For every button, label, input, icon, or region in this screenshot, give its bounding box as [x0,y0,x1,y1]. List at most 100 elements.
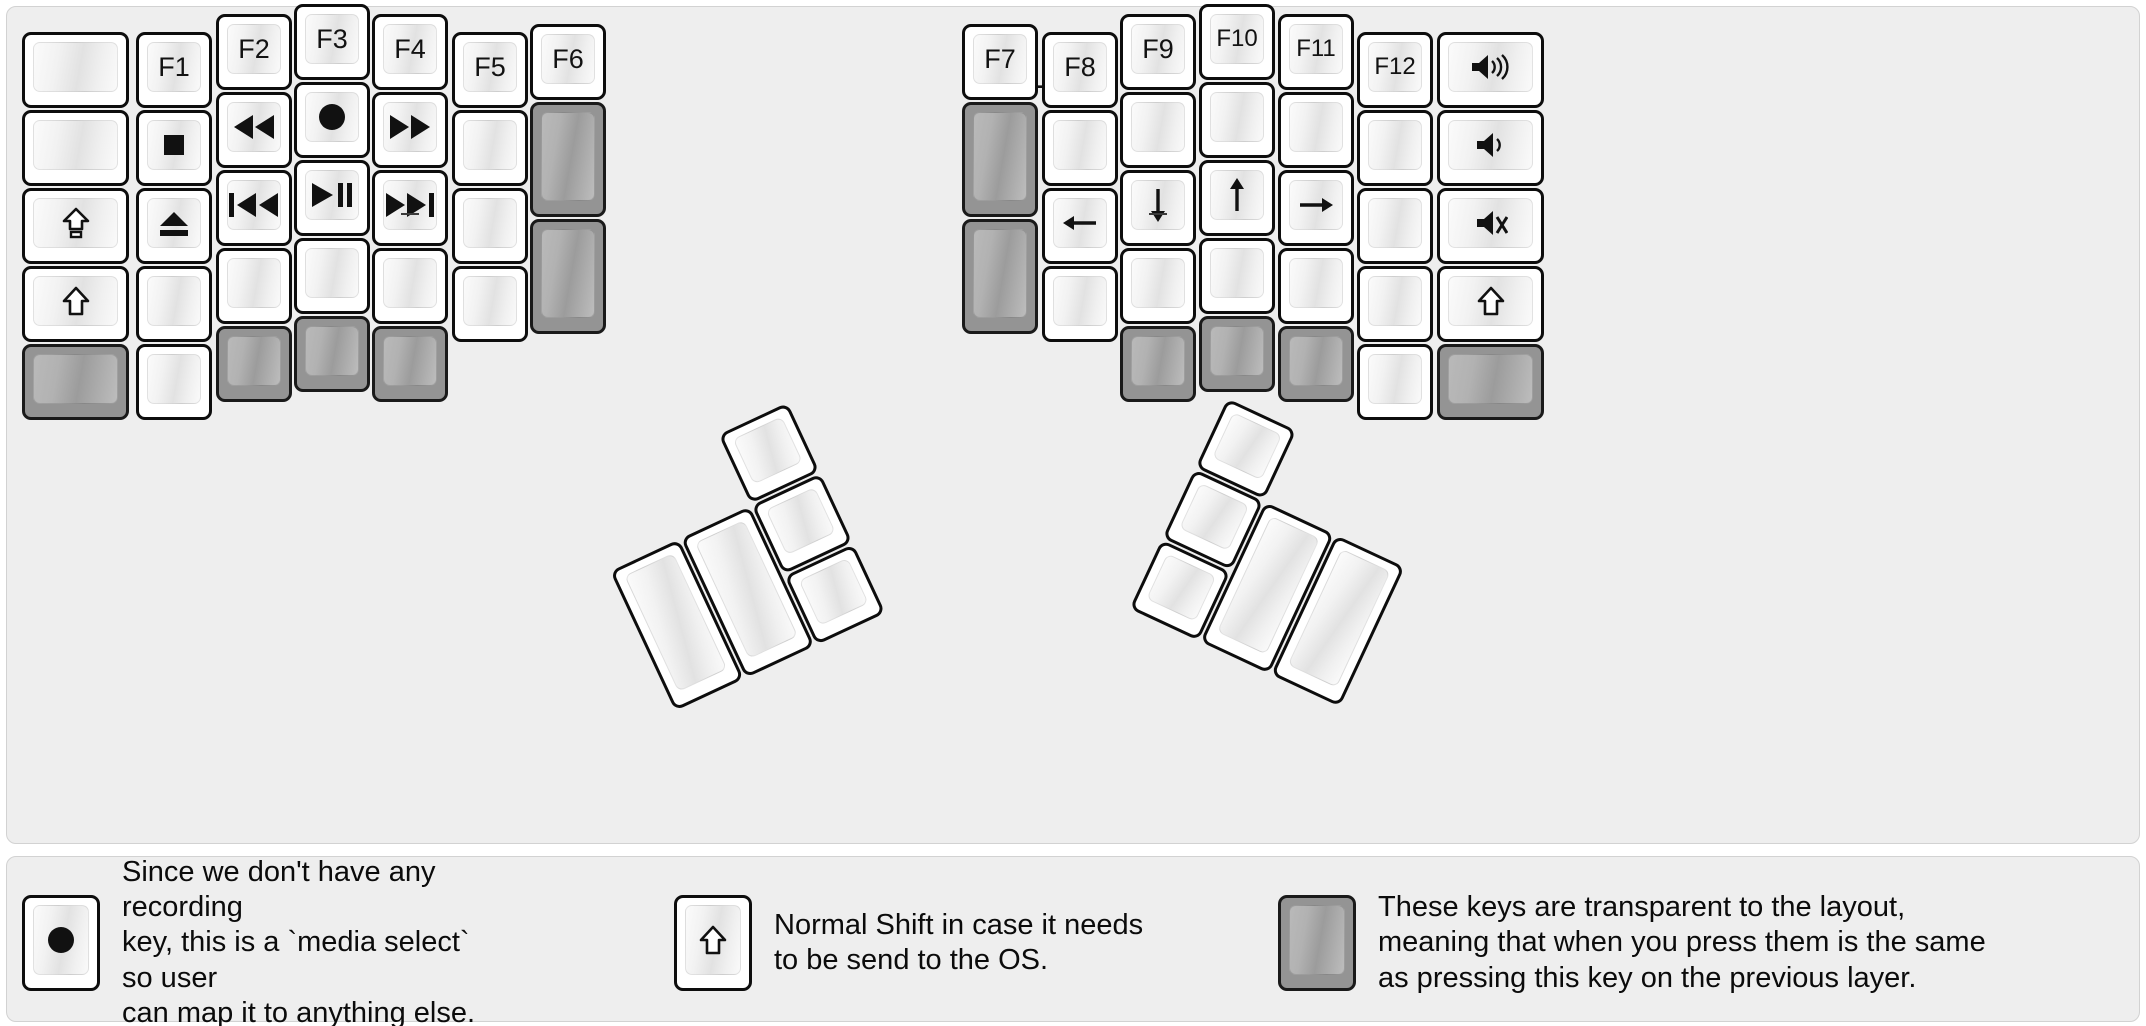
key-right-f9-4[interactable] [1120,326,1196,402]
key-left-f6-1[interactable] [530,102,606,217]
key-left-f3-2[interactable] [294,160,370,236]
keycap-label: F6 [552,43,584,74]
key-right-f11-1[interactable] [1278,92,1354,168]
key-right-f9-1[interactable] [1120,92,1196,168]
keycap-face [973,112,1027,201]
keycap-face [1289,336,1343,386]
key-right-f12-2[interactable] [1357,188,1433,264]
keycap-face [1368,198,1422,248]
keycap-face [147,42,201,92]
keycap-face [383,336,437,386]
key-right-f11-0[interactable]: F11 [1278,14,1354,90]
key-left-f1-3[interactable] [136,266,212,342]
key-right-f9-0[interactable]: F9 [1120,14,1196,90]
key-left-outer-0[interactable] [22,32,130,108]
keycap-face [305,326,359,376]
keycap-face [1448,120,1534,170]
legend-text-record: Since we don't have any recording key, t… [122,856,476,1026]
key-left-f1-4[interactable] [136,344,212,420]
key-left-f4-4[interactable] [372,326,448,402]
key-left-outer-3[interactable] [22,266,130,342]
key-right-f7-2[interactable] [962,219,1038,334]
key-left-f1-2[interactable] [136,188,212,264]
key-right-outer-r-2[interactable] [1437,188,1545,264]
shift-icon [1440,269,1541,333]
key-left-f2-1[interactable] [216,92,292,168]
key-left-f2-3[interactable] [216,248,292,324]
key-right-f8-2[interactable] [1042,188,1118,264]
legend-item-record: Since we don't have any recording key, t… [22,856,492,1026]
key-right-f8-3[interactable] [1042,266,1118,342]
key-right-f7-0[interactable]: F7 [962,24,1038,100]
key-left-f4-1[interactable] [372,92,448,168]
media-record-icon [25,898,97,982]
keycap-face [227,336,281,386]
keycap-face [973,229,1027,318]
keycap-face [227,258,281,308]
keycap-label: F5 [474,51,506,82]
key-left-outer-4[interactable] [22,344,130,420]
key-right-f12-1[interactable] [1357,110,1433,186]
key-left-f5-1[interactable] [452,110,528,186]
key-right-f8-0[interactable]: F8 [1042,32,1118,108]
key-right-f11-4[interactable] [1278,326,1354,402]
key-right-outer-r-0[interactable] [1437,32,1545,108]
keycap-face [33,42,119,92]
key-left-f2-0[interactable]: F2 [216,14,292,90]
key-right-f11-3[interactable] [1278,248,1354,324]
key-right-f9-3[interactable] [1120,248,1196,324]
key-right-f10-2[interactable] [1199,160,1275,236]
keycap-face [1210,92,1264,142]
keycap-face [1210,326,1264,376]
media-stop-icon [139,113,209,177]
key-left-f5-0[interactable]: F5 [452,32,528,108]
key-left-f5-3[interactable] [452,266,528,342]
key-left-f1-1[interactable] [136,110,212,186]
key-left-f2-2[interactable] [216,170,292,246]
key-left-f4-0[interactable]: F4 [372,14,448,90]
caps-lock-icon [25,191,126,255]
key-right-f7-1[interactable] [962,102,1038,217]
key-left-f3-3[interactable] [294,238,370,314]
key-right-f10-1[interactable] [1199,82,1275,158]
key-left-outer-1[interactable] [22,110,130,186]
keycap-face [383,24,437,74]
key-right-f10-0[interactable]: F10 [1199,4,1275,80]
keycap-label: F4 [394,33,426,64]
key-right-outer-r-1[interactable] [1437,110,1545,186]
key-left-f1-0[interactable]: F1 [136,32,212,108]
keycap-sublegend [375,173,445,237]
key-right-outer-r-3[interactable] [1437,266,1545,342]
keycap-face [541,112,595,201]
key-left-f4-2[interactable] [372,170,448,246]
key-right-f12-0[interactable]: F12 [1357,32,1433,108]
keycap-face [1053,120,1107,170]
key-right-f12-4[interactable] [1357,344,1433,420]
key-right-f10-3[interactable] [1199,238,1275,314]
shift-icon [25,269,126,333]
keycap-label: F12 [1374,53,1416,80]
key-left-f3-0[interactable]: F3 [294,4,370,80]
keycap-face [463,276,517,326]
keycap-face [227,24,281,74]
key-left-outer-2[interactable] [22,188,130,264]
key-left-f6-2[interactable] [530,219,606,334]
key-right-f9-2[interactable] [1120,170,1196,246]
key-right-f11-2[interactable] [1278,170,1354,246]
key-left-f4-3[interactable] [372,248,448,324]
key-right-outer-r-4[interactable] [1437,344,1545,420]
keycap-face [1368,42,1422,92]
keycap-face [1210,248,1264,298]
media-play-pause-icon [297,163,367,227]
key-left-f3-4[interactable] [294,316,370,392]
key-left-f5-2[interactable] [452,188,528,264]
keycap-face [1053,276,1107,326]
key-left-f6-0[interactable]: F6 [530,24,606,100]
key-right-f8-1[interactable] [1042,110,1118,186]
key-left-f2-4[interactable] [216,326,292,402]
keycap-label: F2 [238,33,270,64]
key-right-f10-4[interactable] [1199,316,1275,392]
key-right-f12-3[interactable] [1357,266,1433,342]
keycap-face [1179,482,1250,551]
key-left-f3-1[interactable] [294,82,370,158]
